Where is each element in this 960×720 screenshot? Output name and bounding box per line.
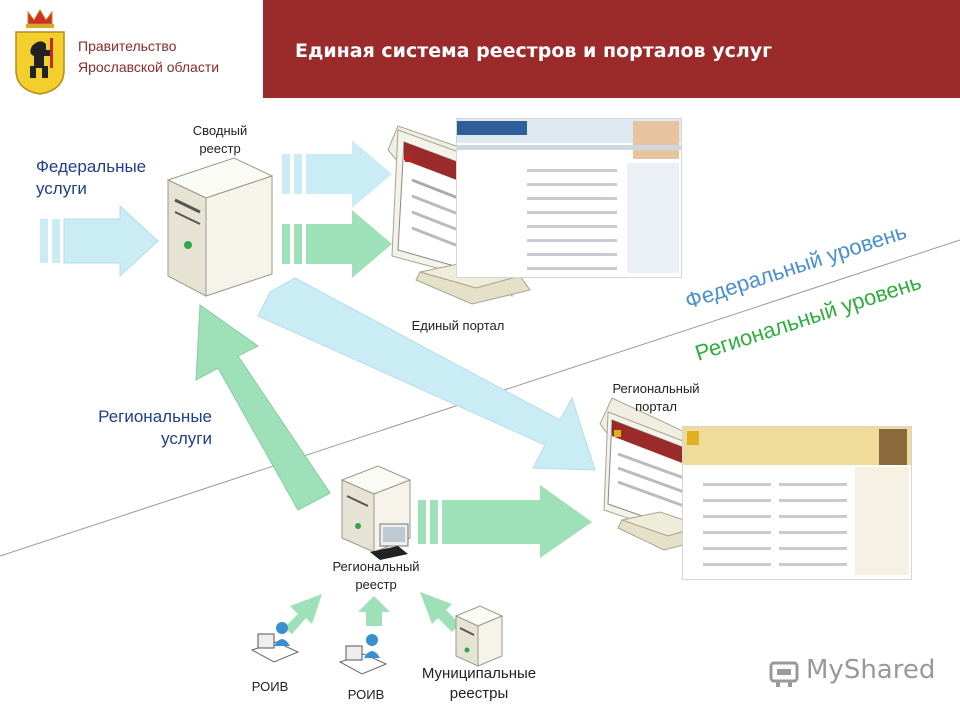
- regional-registry-label: Региональный реестр: [316, 558, 436, 594]
- federal-services-line-1: Федеральные: [36, 157, 147, 176]
- municipal-arrow: [420, 592, 460, 632]
- government-line-2: Ярославской области: [78, 59, 220, 75]
- municipal-registries-line-2: реестры: [449, 685, 509, 702]
- regional-registry-line-1: Региональный: [332, 559, 420, 574]
- consolidated-registry-line-2: реестр: [199, 141, 241, 156]
- federal-services-label: Федеральные услуги: [36, 156, 146, 200]
- consolidated-registry-line-1: Сводный: [192, 123, 248, 138]
- roiv-2-user-icon: [338, 634, 388, 675]
- page-title: Единая система реестров и порталов услуг: [295, 40, 773, 62]
- myshared-logo-icon: [769, 661, 799, 687]
- content-line: [527, 225, 617, 228]
- consolidated-registry-label: Сводный реестр: [180, 122, 260, 158]
- content-line: [779, 515, 847, 518]
- yaroslavl-crest-icon: [15, 9, 65, 95]
- registry-to-regional-portal-arrow: [257, 277, 596, 471]
- regional-portal-line-1: Региональный: [612, 381, 700, 396]
- regional-portal-monument: [879, 429, 907, 465]
- content-line: [703, 483, 771, 486]
- content-line: [703, 531, 771, 534]
- roiv-1-label: РОИВ: [251, 679, 289, 694]
- registry-to-portal-arrow-green: [282, 210, 392, 278]
- content-line: [527, 169, 617, 172]
- regional-portal-crest: [687, 431, 699, 445]
- content-line: [779, 483, 847, 486]
- unified-portal-photo: [633, 121, 679, 159]
- regional-portal-header-band: [683, 427, 911, 465]
- regional-services-line-1: Региональные: [98, 407, 212, 426]
- content-line: [527, 267, 617, 270]
- regional-services-line-2: услуги: [161, 429, 212, 448]
- regional-portal-sidebar: [855, 467, 909, 575]
- municipal-registry-server-icon: [454, 605, 504, 667]
- regional-portal-screenshot: [682, 426, 912, 580]
- roiv-1-user-icon: [250, 622, 300, 663]
- content-line: [779, 499, 847, 502]
- unified-portal-sidebar: [627, 163, 679, 273]
- content-line: [527, 183, 617, 186]
- myshared-watermark: MyShared: [806, 655, 936, 685]
- regional-registry-to-portal-arrow: [418, 485, 592, 558]
- content-line: [703, 563, 771, 566]
- federal-services-line-2: услуги: [36, 179, 87, 198]
- regional-registry-server-icon: [340, 465, 412, 560]
- municipal-registries-label: Муниципальные реестры: [406, 664, 552, 704]
- regional-services-label: Региональные услуги: [84, 406, 212, 450]
- regional-registry-line-2: реестр: [355, 577, 397, 592]
- unified-portal-screenshot: [456, 118, 682, 278]
- content-line: [527, 211, 617, 214]
- consolidated-registry-server-icon: [166, 157, 274, 297]
- content-line: [527, 197, 617, 200]
- content-line: [703, 547, 771, 550]
- content-line: [527, 253, 617, 256]
- roiv-2-arrow: [358, 596, 390, 626]
- regional-to-consolidated-arrow: [195, 304, 331, 511]
- header-title-bar: [263, 0, 960, 98]
- roiv-2-label: РОИВ: [347, 687, 385, 702]
- content-line: [703, 499, 771, 502]
- content-line: [779, 563, 847, 566]
- unified-portal-label: Единый портал: [411, 318, 505, 333]
- content-line: [779, 531, 847, 534]
- federal-services-arrow: [40, 204, 159, 278]
- registry-to-portal-arrow-blue: [282, 140, 392, 208]
- regional-portal-monitor-icon: [599, 397, 711, 551]
- municipal-registries-line-1: Муниципальные: [421, 665, 537, 682]
- content-line: [703, 515, 771, 518]
- roiv-1-arrow: [284, 594, 322, 634]
- regional-portal-line-2: портал: [635, 399, 677, 414]
- regional-portal-label: Региональный портал: [596, 380, 716, 416]
- content-line: [779, 547, 847, 550]
- government-line-1: Правительство: [78, 38, 177, 54]
- content-line: [527, 239, 617, 242]
- unified-portal-logo-block: [457, 121, 527, 135]
- government-name: Правительство Ярославской области: [78, 36, 219, 78]
- unified-portal-menu-bar: [457, 145, 681, 150]
